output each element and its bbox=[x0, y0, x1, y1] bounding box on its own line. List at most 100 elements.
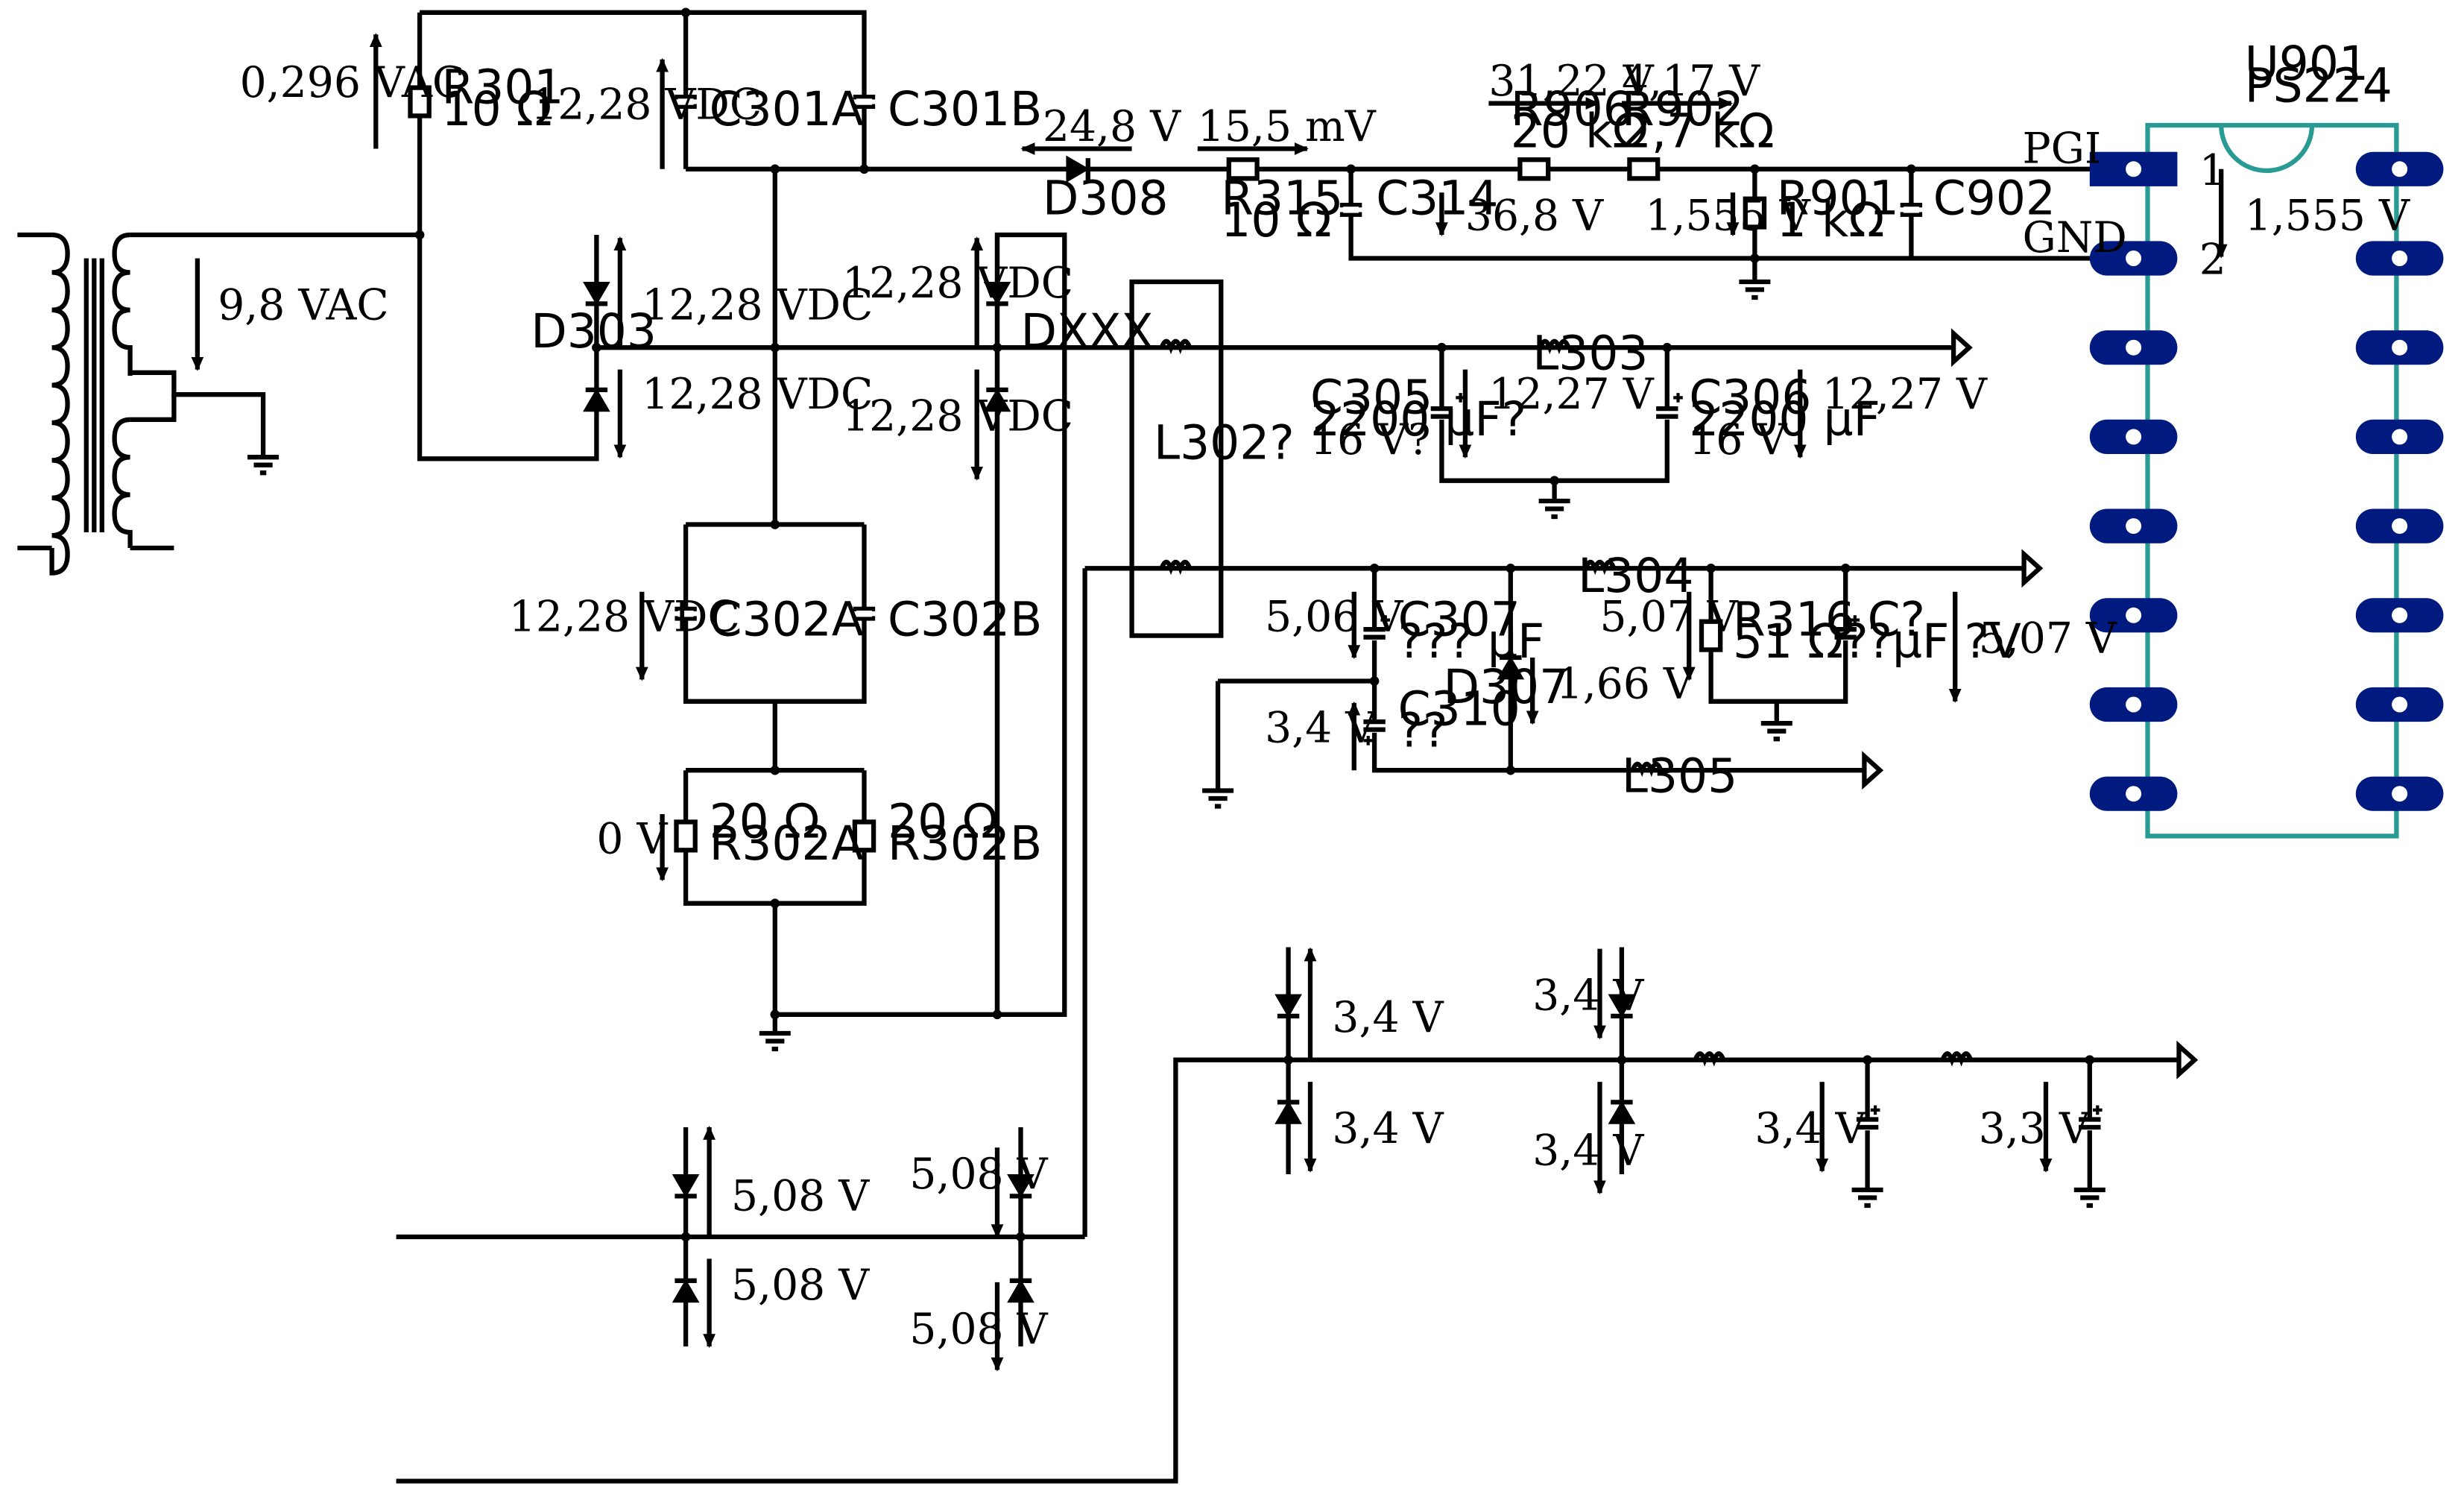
meas-r316: 5,07 V bbox=[1600, 592, 1739, 641]
resistor-r301 bbox=[408, 85, 432, 119]
meas-d303-bottom: 12,28 VDC bbox=[642, 370, 873, 419]
meas-xfmr: 9,8 VAC bbox=[218, 280, 389, 330]
ic-pads-left bbox=[2089, 241, 2178, 811]
diode-5v-b-bottom bbox=[1007, 1278, 1034, 1303]
resistor-r316 bbox=[1699, 619, 1723, 652]
meas-3v-b-top: 3,4 V bbox=[1532, 971, 1644, 1021]
label-r906-ref: R906 bbox=[1511, 82, 1633, 136]
capacitor-c902 bbox=[1900, 202, 1923, 217]
label-d308: D308 bbox=[1043, 171, 1169, 226]
label-r901-value: 1 kΩ bbox=[1777, 193, 1885, 248]
label-r316-ref: R316 bbox=[1733, 593, 1855, 647]
label-c305-value: 2200 µF? bbox=[1310, 392, 1526, 447]
label-l304: L304 bbox=[1578, 549, 1693, 603]
meas-r901: 1,555 V bbox=[1645, 192, 1810, 241]
electrolytic-capacitor-out1 bbox=[1856, 1105, 1880, 1131]
label-c306-ref: C306 bbox=[1689, 370, 1811, 424]
label-cq-value: ?µF ?V bbox=[1868, 614, 2021, 669]
inductor-l303 bbox=[1538, 338, 1571, 355]
inductor-l305 bbox=[1630, 761, 1664, 778]
meas-u901: 1,555 V bbox=[2245, 192, 2410, 241]
meas-r301: 0,296 VAC bbox=[240, 58, 465, 107]
label-pin-gnd: GND bbox=[2023, 213, 2127, 262]
label-u901-value: PS224 bbox=[2245, 59, 2392, 113]
label-c301a: C301A bbox=[710, 82, 864, 136]
capacitor-c302b bbox=[853, 606, 876, 621]
meas-3v-c1: 3,4 V bbox=[1754, 1104, 1866, 1153]
label-c305-ref: C305 bbox=[1310, 370, 1432, 424]
diode-3v-b-top bbox=[1608, 994, 1636, 1019]
diode-d307 bbox=[1497, 655, 1525, 680]
meas-3v-b-bottom: 3,4 V bbox=[1532, 1126, 1644, 1175]
diode-d303-top bbox=[583, 282, 610, 306]
capacitor-c314 bbox=[1339, 202, 1362, 217]
transformer bbox=[17, 232, 420, 576]
inductor-out1 bbox=[1693, 1051, 1726, 1067]
meas-3v-a-top: 3,4 V bbox=[1332, 993, 1444, 1042]
resistor-r906 bbox=[1517, 157, 1551, 181]
label-c310-value: ?? bbox=[1398, 704, 1448, 758]
diode-5v-a-top bbox=[672, 1174, 700, 1199]
label-r302a-value: 20 Ω bbox=[710, 795, 820, 849]
meas-c310: 3,4 V bbox=[1265, 703, 1377, 752]
label-c902: C902 bbox=[1933, 171, 2056, 226]
meas-d303-top: 12,28 VDC bbox=[642, 280, 873, 330]
label-c310-ref: C310 bbox=[1398, 681, 1520, 736]
label-pin-pgi: PGI bbox=[2023, 124, 2102, 173]
label-l303: L303 bbox=[1532, 327, 1648, 381]
label-r302b-value: 20 Ω bbox=[888, 795, 998, 849]
label-l305: L305 bbox=[1622, 749, 1737, 804]
meas-5v-b-top: 5,08 V bbox=[909, 1150, 1048, 1199]
capacitor-c302a bbox=[675, 606, 697, 621]
meas-c301: 12,28 VDC bbox=[531, 81, 762, 130]
meas-c314: 36,8 V bbox=[1465, 192, 1604, 241]
meas-cq: 5,07 V bbox=[1979, 614, 2117, 664]
meas-c305: 12,27 V bbox=[1488, 370, 1654, 419]
label-c306-rating: 16 V bbox=[1689, 415, 1787, 464]
meas-r315: 15,5 mV bbox=[1198, 102, 1377, 151]
ground-symbol bbox=[247, 455, 279, 476]
ic-u901 bbox=[2089, 122, 2444, 839]
label-c301b: C301B bbox=[888, 82, 1042, 136]
label-r906-value: 20 kΩ bbox=[1511, 104, 1649, 158]
label-r901-ref: R901 bbox=[1777, 171, 1899, 226]
label-c307-value: ??? µF bbox=[1398, 614, 1545, 669]
resistor-r902 bbox=[1627, 157, 1661, 181]
meas-r902: 4,17 V bbox=[1622, 57, 1760, 106]
electrolytic-capacitor-cq bbox=[1834, 615, 1860, 640]
label-c305-rating: 16 V? bbox=[1310, 415, 1430, 464]
label-d303: D303 bbox=[531, 304, 657, 359]
label-cq-ref: C? bbox=[1868, 593, 1925, 647]
label-r315-ref: R315 bbox=[1221, 171, 1343, 226]
capacitor-c301b bbox=[853, 95, 876, 109]
label-d307: D307 bbox=[1444, 660, 1570, 714]
meas-r302: 0 V bbox=[596, 815, 668, 864]
label-c314: C314 bbox=[1376, 171, 1498, 226]
diode-5v-a-bottom bbox=[672, 1278, 700, 1303]
label-dxxx: DXXX bbox=[1021, 304, 1154, 359]
component-labels: R301 10 Ω C301A C301B D303 DXXX L302? C3… bbox=[442, 37, 2392, 871]
diode-d303-bottom bbox=[583, 387, 610, 412]
capacitor-c301a bbox=[675, 95, 697, 109]
ground-symbols bbox=[759, 279, 2106, 1209]
meas-c302: 12,28 VDC bbox=[509, 592, 740, 641]
label-r302a-ref: R302A bbox=[710, 816, 864, 871]
meas-d307: 1,66 V bbox=[1556, 660, 1695, 709]
label-r301-value: 10 Ω bbox=[442, 82, 552, 136]
label-r902-value: 2,7 kΩ bbox=[1622, 104, 1775, 158]
meas-5v-a-top: 5,08 V bbox=[731, 1171, 870, 1220]
diode-dxxx-bottom bbox=[983, 387, 1011, 412]
inductor-l304 bbox=[1583, 559, 1617, 576]
inductor-l302 bbox=[1129, 279, 1224, 638]
junction-dots bbox=[414, 7, 2095, 1242]
label-c306-value: 2200 µF bbox=[1689, 392, 1880, 447]
label-u901-ref: U901 bbox=[2245, 37, 2369, 91]
diode-5v-b-top bbox=[1007, 1174, 1034, 1199]
label-c307-ref: C307 bbox=[1398, 593, 1520, 647]
meas-r906: 31,22 V bbox=[1488, 57, 1654, 106]
meas-dxxx-bottom: 12,28 VDC bbox=[842, 392, 1073, 441]
label-r301-ref: R301 bbox=[442, 60, 564, 115]
electrolytic-capacitor-c310 bbox=[1363, 719, 1386, 746]
diode-3v-b-bottom bbox=[1608, 1100, 1636, 1124]
